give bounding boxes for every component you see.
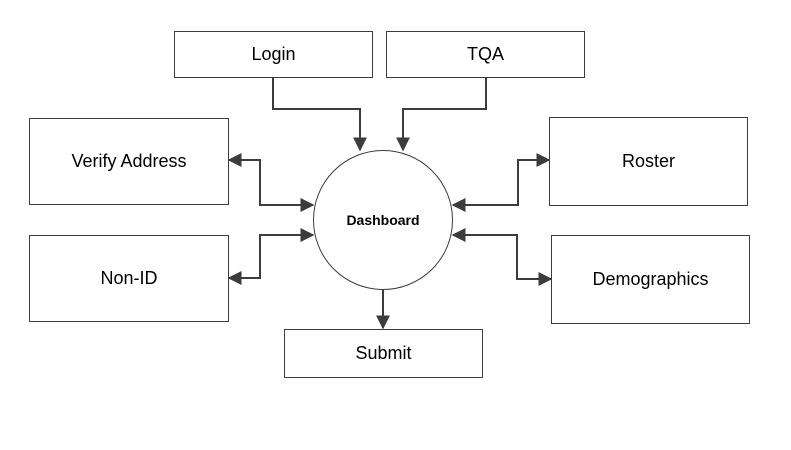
node-login-label: Login [251,44,296,64]
node-non-id-label: Non-ID [100,268,158,288]
edge-dashboard-demographics [451,228,553,286]
node-non-id[interactable]: Non-ID [29,235,229,322]
node-tqa-label: TQA [466,44,504,64]
node-login[interactable]: Login [174,31,373,78]
node-roster[interactable]: Roster [549,117,748,206]
hub-dashboard[interactable]: Dashboard [313,150,453,290]
hub-dashboard-label: Dashboard [346,212,420,228]
node-submit[interactable]: Submit [284,329,483,378]
node-roster-label: Roster [621,151,675,171]
node-demographics-label: Demographics [592,269,709,289]
node-verify-address[interactable]: Verify Address [29,118,229,205]
edge-dashboard-roster [451,153,551,212]
node-demographics[interactable]: Demographics [551,235,750,324]
node-verify-address-label: Verify Address [71,151,187,171]
node-submit-label: Submit [355,343,412,363]
edge-tqa-dashboard [396,77,487,152]
edge-login-dashboard [272,77,367,152]
edge-dashboard-non-id [227,228,315,285]
node-tqa[interactable]: TQA [386,31,585,78]
edge-dashboard-verify-address [227,153,315,212]
